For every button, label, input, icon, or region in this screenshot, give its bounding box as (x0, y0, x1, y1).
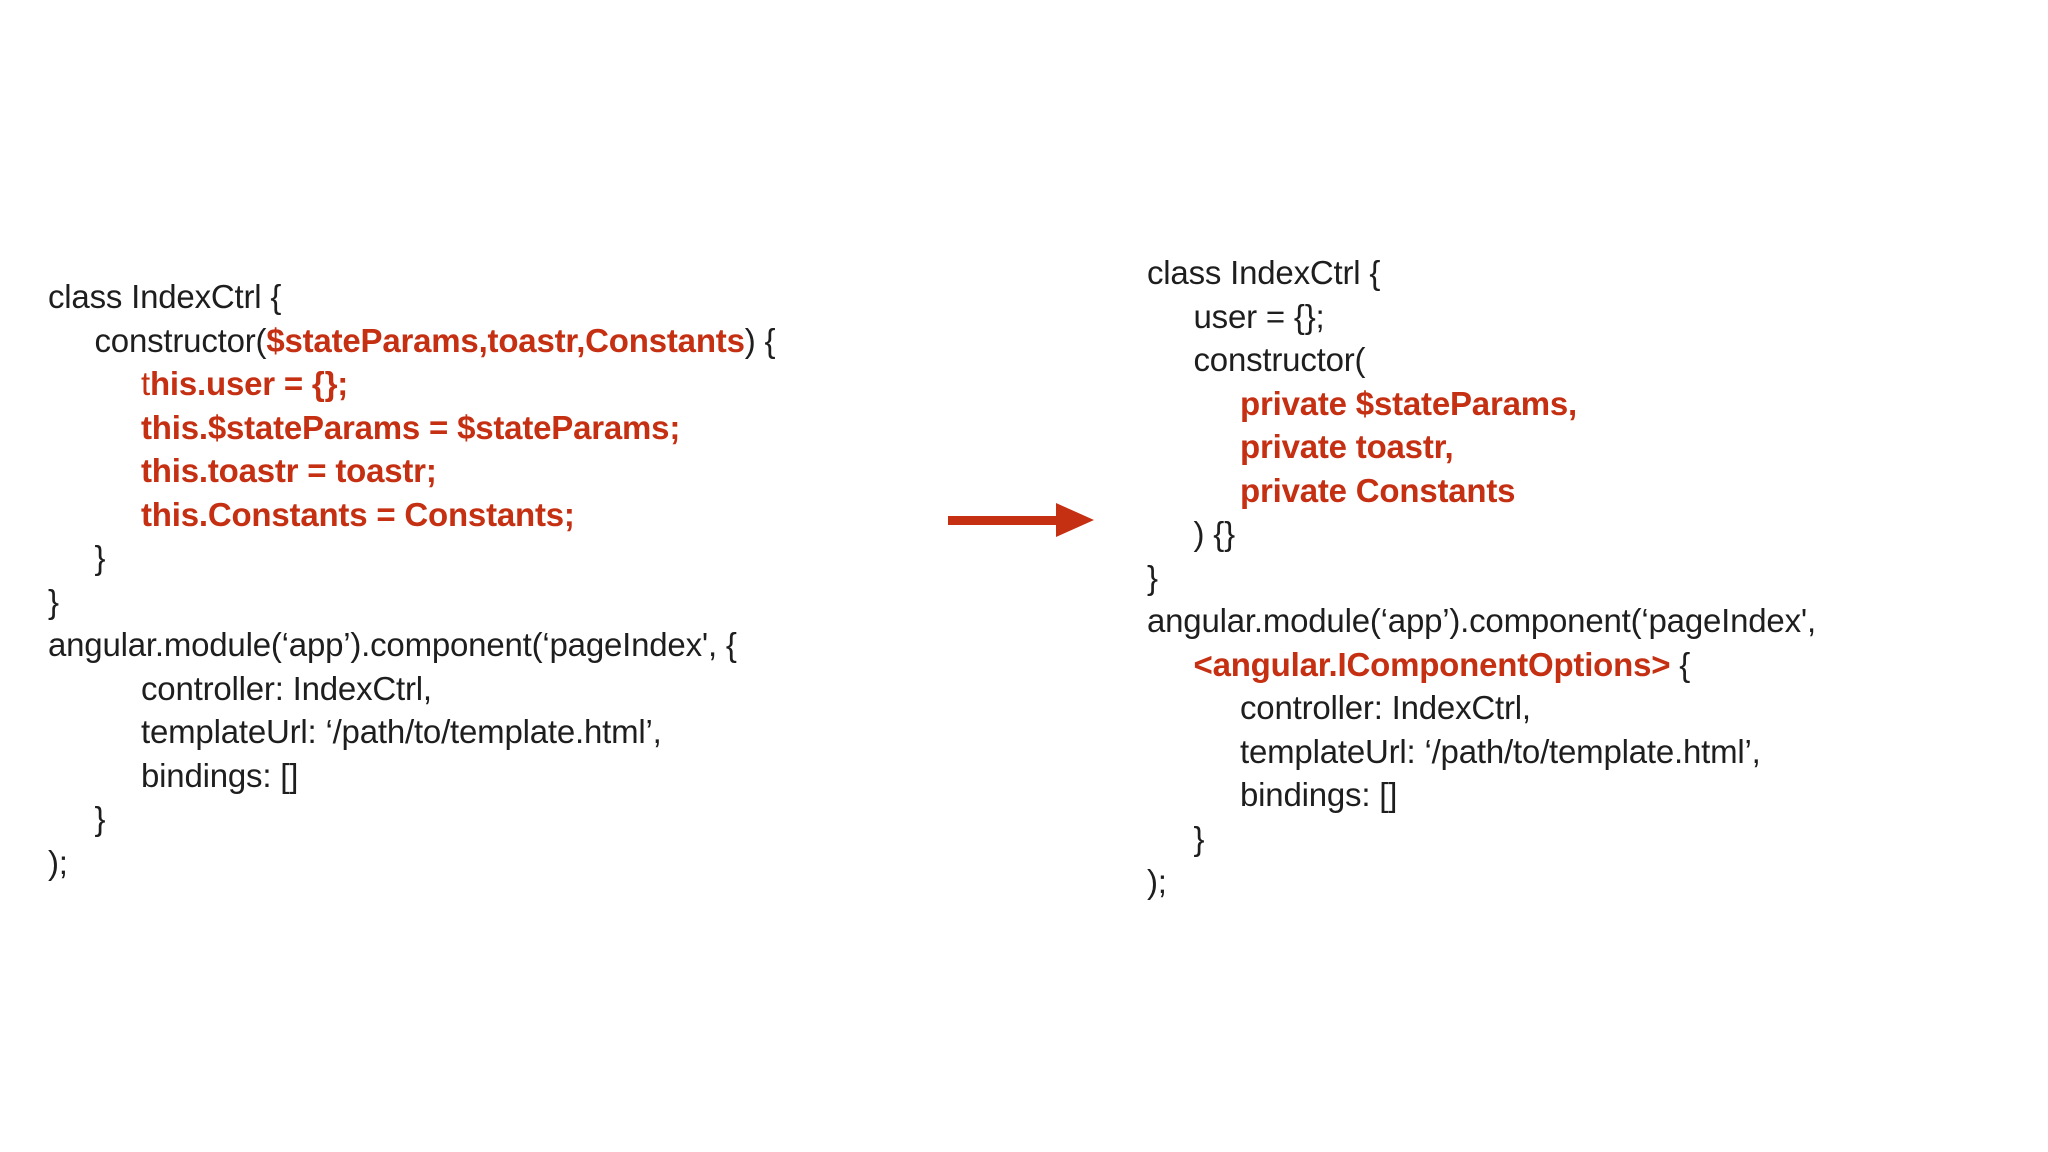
code-line: } (48, 797, 775, 841)
code-line: angular.module(‘app’).component(‘pageInd… (48, 623, 775, 667)
code-line: this.Constants = Constants; (48, 493, 775, 537)
code-segment: } (1147, 558, 1158, 596)
code-segment: ); (1147, 863, 1167, 900)
code-line: controller: IndexCtrl, (1147, 686, 1816, 730)
code-line: } (48, 580, 775, 624)
code-line: ); (1147, 860, 1816, 904)
code-line: controller: IndexCtrl, (48, 667, 775, 711)
code-line: ); (48, 841, 775, 885)
code-line: bindings: [] (48, 754, 775, 798)
code-segment: user = {}; (1193, 297, 1325, 335)
code-line: } (1147, 556, 1816, 600)
code-segment: ) {} (1193, 515, 1236, 552)
code-segment: private $stateParams, (1240, 384, 1577, 422)
code-segment: his.user = {}; (149, 365, 349, 402)
code-line: templateUrl: ‘/path/to/template.html’, (48, 710, 775, 754)
code-segment: private Constants (1240, 471, 1516, 509)
right-arrow-icon (948, 503, 1094, 537)
code-line: constructor($stateParams,toastr,Constant… (48, 319, 776, 363)
code-line: user = {}; (1147, 295, 1816, 339)
code-segment: constructor( (1193, 341, 1366, 378)
code-segment: angular.module(‘app’).component(‘pageInd… (1147, 602, 1816, 639)
code-segment: t (141, 365, 150, 402)
code-line: class IndexCtrl { (48, 275, 775, 319)
code-segment: ); (48, 843, 68, 881)
code-line: private Constants (1147, 469, 1816, 513)
code-line: private $stateParams, (1147, 382, 1816, 426)
code-segment: controller: IndexCtrl, (141, 669, 432, 707)
code-segment: class IndexCtrl { (1147, 254, 1381, 291)
code-line: class IndexCtrl { (1147, 251, 1816, 295)
code-segment: this.toastr = toastr; (141, 452, 437, 489)
code-segment: <angular.IComponentOptions> (1193, 645, 1671, 683)
code-line: <angular.IComponentOptions> { (1147, 643, 1816, 687)
code-line: } (48, 536, 775, 580)
code-line: this.toastr = toastr; (48, 449, 775, 493)
code-segment: } (94, 539, 106, 576)
code-block-before: class IndexCtrl { constructor($stateParam… (48, 275, 776, 885)
code-segment: $stateParams,toastr,Constants (266, 321, 745, 359)
code-line: bindings: [] (1147, 773, 1816, 817)
code-line: } (1147, 817, 1816, 861)
code-segment: templateUrl: ‘/path/to/template.html’, (141, 713, 662, 750)
code-segment: controller: IndexCtrl, (1240, 689, 1531, 726)
code-segment: templateUrl: ‘/path/to/template.html’, (1240, 732, 1761, 770)
code-segment: } (1193, 819, 1205, 857)
code-segment: } (48, 582, 59, 620)
code-segment: angular.module(‘app’).component(‘pageInd… (48, 626, 737, 663)
code-segment: { (1670, 645, 1691, 683)
code-segment: bindings: [] (141, 756, 299, 794)
code-segment: bindings: [] (1240, 776, 1398, 813)
code-line: constructor( (1147, 338, 1816, 382)
code-segment: private toastr, (1240, 428, 1454, 465)
code-line: this.$stateParams = $stateParams; (48, 406, 775, 450)
code-segment: this.Constants = Constants; (141, 495, 575, 533)
code-line: this.user = {}; (48, 362, 775, 406)
code-line: private toastr, (1147, 425, 1816, 469)
code-line: angular.module(‘app’).component(‘pageInd… (1147, 599, 1816, 643)
code-segment: this.$stateParams = $stateParams; (141, 408, 681, 446)
code-segment: } (94, 800, 106, 837)
code-line: ) {} (1147, 512, 1816, 556)
code-segment: constructor( (94, 321, 267, 359)
code-line: templateUrl: ‘/path/to/template.html’, (1147, 730, 1816, 774)
code-block-after: class IndexCtrl { user = {}; constructor( p… (1147, 251, 1816, 904)
code-segment: class IndexCtrl { (48, 278, 282, 315)
code-segment: ) { (744, 321, 776, 359)
